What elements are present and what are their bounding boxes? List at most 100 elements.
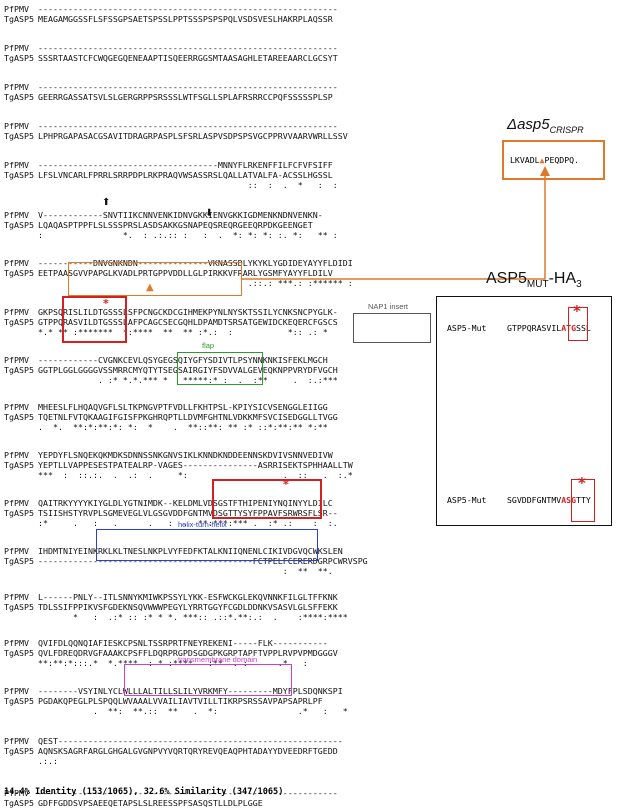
sequence-text: :: : . * : :: [38, 180, 338, 190]
alignment-block: PfPMV-----------------------------------…: [4, 160, 338, 190]
arrow-down-icon: ⬇: [205, 208, 214, 219]
mutant-sequence-2: SGVDDFGNTMVASGTTY: [507, 495, 591, 505]
sequence-name: PfPMV: [4, 450, 29, 460]
arrow-up-icon: ⬆: [102, 197, 111, 208]
alignment-row: TgASP5 EETPAASGVVPAPGLKVADLPRTGPPVDDLLGLP…: [4, 268, 353, 278]
alignment-block: PfPMV-----------------------------------…: [4, 4, 338, 24]
sequence-name: TgASP5: [4, 131, 34, 141]
alignment-row: TgASP5 GTPPQRASVILDTGSSSLAFPCAGCSECGQHLDP…: [4, 317, 338, 327]
alignment-row: PfPMV-----------------------------------…: [4, 788, 338, 798]
flap-box: [177, 352, 263, 385]
sequence-text: YEPDYFLSNQEKQKMDKSDNNSSNKGNVSIKLKNNDKNDD…: [38, 450, 333, 460]
catalytic-star-2: *: [283, 478, 289, 491]
sequence-text: ----------------------------------------…: [38, 82, 338, 92]
sequence-name: TgASP5: [4, 602, 34, 612]
sequence-name: TgASP5: [4, 170, 34, 180]
sequence-name: TgASP5: [4, 556, 34, 566]
sequence-text: ------------CVGNKCEVLQSYGEGSQIYGFYSDIVTL…: [38, 355, 328, 365]
sequence-text: EETPAASGVVPAPGLKVADLPRTGPPVDDLLGLPIRKKVF…: [38, 268, 333, 278]
nap1-insert-box: [353, 313, 431, 343]
alignment-row: PfPMV-----------------------------------…: [4, 82, 338, 92]
helix-turn-helix-box: [96, 529, 318, 561]
flap-label: flap: [202, 341, 215, 350]
sequence-text: QAITRKYYYYKIYGLDLYGTNIMDK--KELDMLVDSGSTF…: [38, 498, 333, 508]
sequence-name: PfPMV: [4, 788, 29, 798]
sequence-name: PfPMV: [4, 307, 29, 317]
mutation-star-1: *: [573, 302, 581, 320]
alignment-row: *.* ** :******* *:**** ** ** :*.: : *:: …: [4, 327, 338, 337]
sequence-text: QEST------------------------------------…: [38, 736, 343, 746]
sequence-name: TgASP5: [4, 508, 34, 518]
sequence-name: TgASP5: [4, 412, 34, 422]
sequence-text: LPHPRGAPASACGSAVITDRAGRPASPLSFSRLASPVSDP…: [38, 131, 348, 141]
sequence-name: TgASP5: [4, 648, 34, 658]
crispr-sequence: LKVADL▲PEQDPQ.: [510, 155, 580, 165]
sequence-name: TgASP5: [4, 746, 34, 756]
alignment-row: . **: **.:: ** . *: .* : *: [4, 706, 348, 716]
mutation-star-2: *: [578, 474, 586, 492]
sequence-text: : *. : .:.:: : : . *: *: *: :. *: ** :: [38, 230, 338, 240]
sequence-text: * : .:* :: :* * *. ***:: .::*.**:.: . :*…: [38, 612, 348, 622]
alignment-row: PfPMV--------VSYINLYCLWLLLALTILLSLILYVRK…: [4, 686, 348, 696]
sequence-name: TgASP5: [4, 14, 34, 24]
sequence-name: TgASP5: [4, 220, 34, 230]
sequence-text: :* . : . . : . **:***:*** . :* .: : :.: [38, 518, 338, 528]
sequence-text: QVIFDLQQNQIAFIESKCPSNLTSSRPRTFNEYREKENI-…: [38, 638, 328, 648]
sequence-name: PfPMV: [4, 546, 29, 556]
alignment-block: PfPMV-----------DNVGNKNDN--------------V…: [4, 258, 353, 288]
sequence-name: PfPMV: [4, 355, 29, 365]
helix-turn-helix-label: helix-turn-helix: [178, 520, 227, 529]
protease-domain-box: [68, 262, 242, 296]
alignment-row: . :* *.*.*** * *****:* : . :** . :.:***: [4, 375, 338, 385]
sequence-name: TgASP5: [4, 53, 34, 63]
sequence-text: -----------DNVGNKNDN--------------VKNASS…: [38, 258, 353, 268]
transmembrane-box: [124, 664, 292, 696]
sequence-text: *.* ** :******* *:**** ** ** :*.: : *:: …: [38, 327, 328, 337]
catalytic-site-box-1: [62, 296, 127, 343]
alignment-row: .::.: ***.: :****** :: [4, 278, 353, 288]
mutant-panel-title: ASP5MUT-HA3: [486, 270, 582, 291]
crispr-title: Δasp5CRISPR: [507, 116, 584, 135]
sequence-text: GGTPLGGLGGGGVSSMRRCMYQTYTSEGSAIRGIYFSDVV…: [38, 365, 338, 375]
sequence-text: ----------------------------------------…: [38, 556, 368, 566]
sequence-name: PfPMV: [4, 686, 29, 696]
mutant-label-2: ASP5-Mut: [447, 495, 487, 505]
alignment-row: . *. **:*:**:*: *: * . **::**: ** :* ::*…: [4, 422, 338, 432]
sequence-text: GEERRGASSATSVLSLGERGRPPSRSSSLWTFSGLLSPLA…: [38, 92, 333, 102]
alignment-footer: 14.4% Identity (153/1065), 32.6% Similar…: [4, 787, 284, 797]
alignment-row: :* . : . . : . **:***:*** . :* .: : :.: [4, 518, 338, 528]
sequence-name: PfPMV: [4, 736, 29, 746]
sequence-text: ----------------------------------------…: [38, 121, 338, 131]
alignment-row: *** : ::.:. . .: . *: . :: . :.*: [4, 470, 353, 480]
sequence-name: TgASP5: [4, 696, 34, 706]
sequence-text: .:.:: [38, 756, 58, 766]
sequence-text: LFSLVNCARLFPRRLSRRPDPLRKPRAQVWSASSRSLQAL…: [38, 170, 333, 180]
sequence-text: *** : ::.:. . .: . *: . :: . :.*: [38, 470, 353, 480]
sequence-text: GTPPQRASVILDTGSSSLAFPCAGCSECGQHLDPAMDTSR…: [38, 317, 338, 327]
alignment-row: PfPMV-----------------------------------…: [4, 43, 338, 53]
alignment-row: TgASP5 LFSLVNCARLFPRRLSRRPDPLRKPRAQVWSASS…: [4, 170, 338, 180]
sequence-text: L------PNLY--ITLSNNYKMIWKPSSYLYKK-ESFWCK…: [38, 592, 338, 602]
sequence-name: TgASP5: [4, 268, 34, 278]
alignment-block: PfPMV--------VSYINLYCLWLLLALTILLSLILYVRK…: [4, 686, 348, 716]
sequence-name: TgASP5: [4, 317, 34, 327]
arrow-up-icon: ▲: [146, 282, 154, 293]
sequence-text: YEPTLLVAPPESESTPATEALRP-VAGES-----------…: [38, 460, 353, 470]
alignment-row: PfPMV YEPDYFLSNQEKQKMDKSDNNSSNKGNVSIKLKNN…: [4, 450, 353, 460]
sequence-name: TgASP5: [4, 365, 34, 375]
alignment-row: PfPMV-----------DNVGNKNDN--------------V…: [4, 258, 353, 268]
alignment-block: PfPMV ------------CVGNKCEVLQSYGEGSQIYGFYS…: [4, 355, 338, 385]
